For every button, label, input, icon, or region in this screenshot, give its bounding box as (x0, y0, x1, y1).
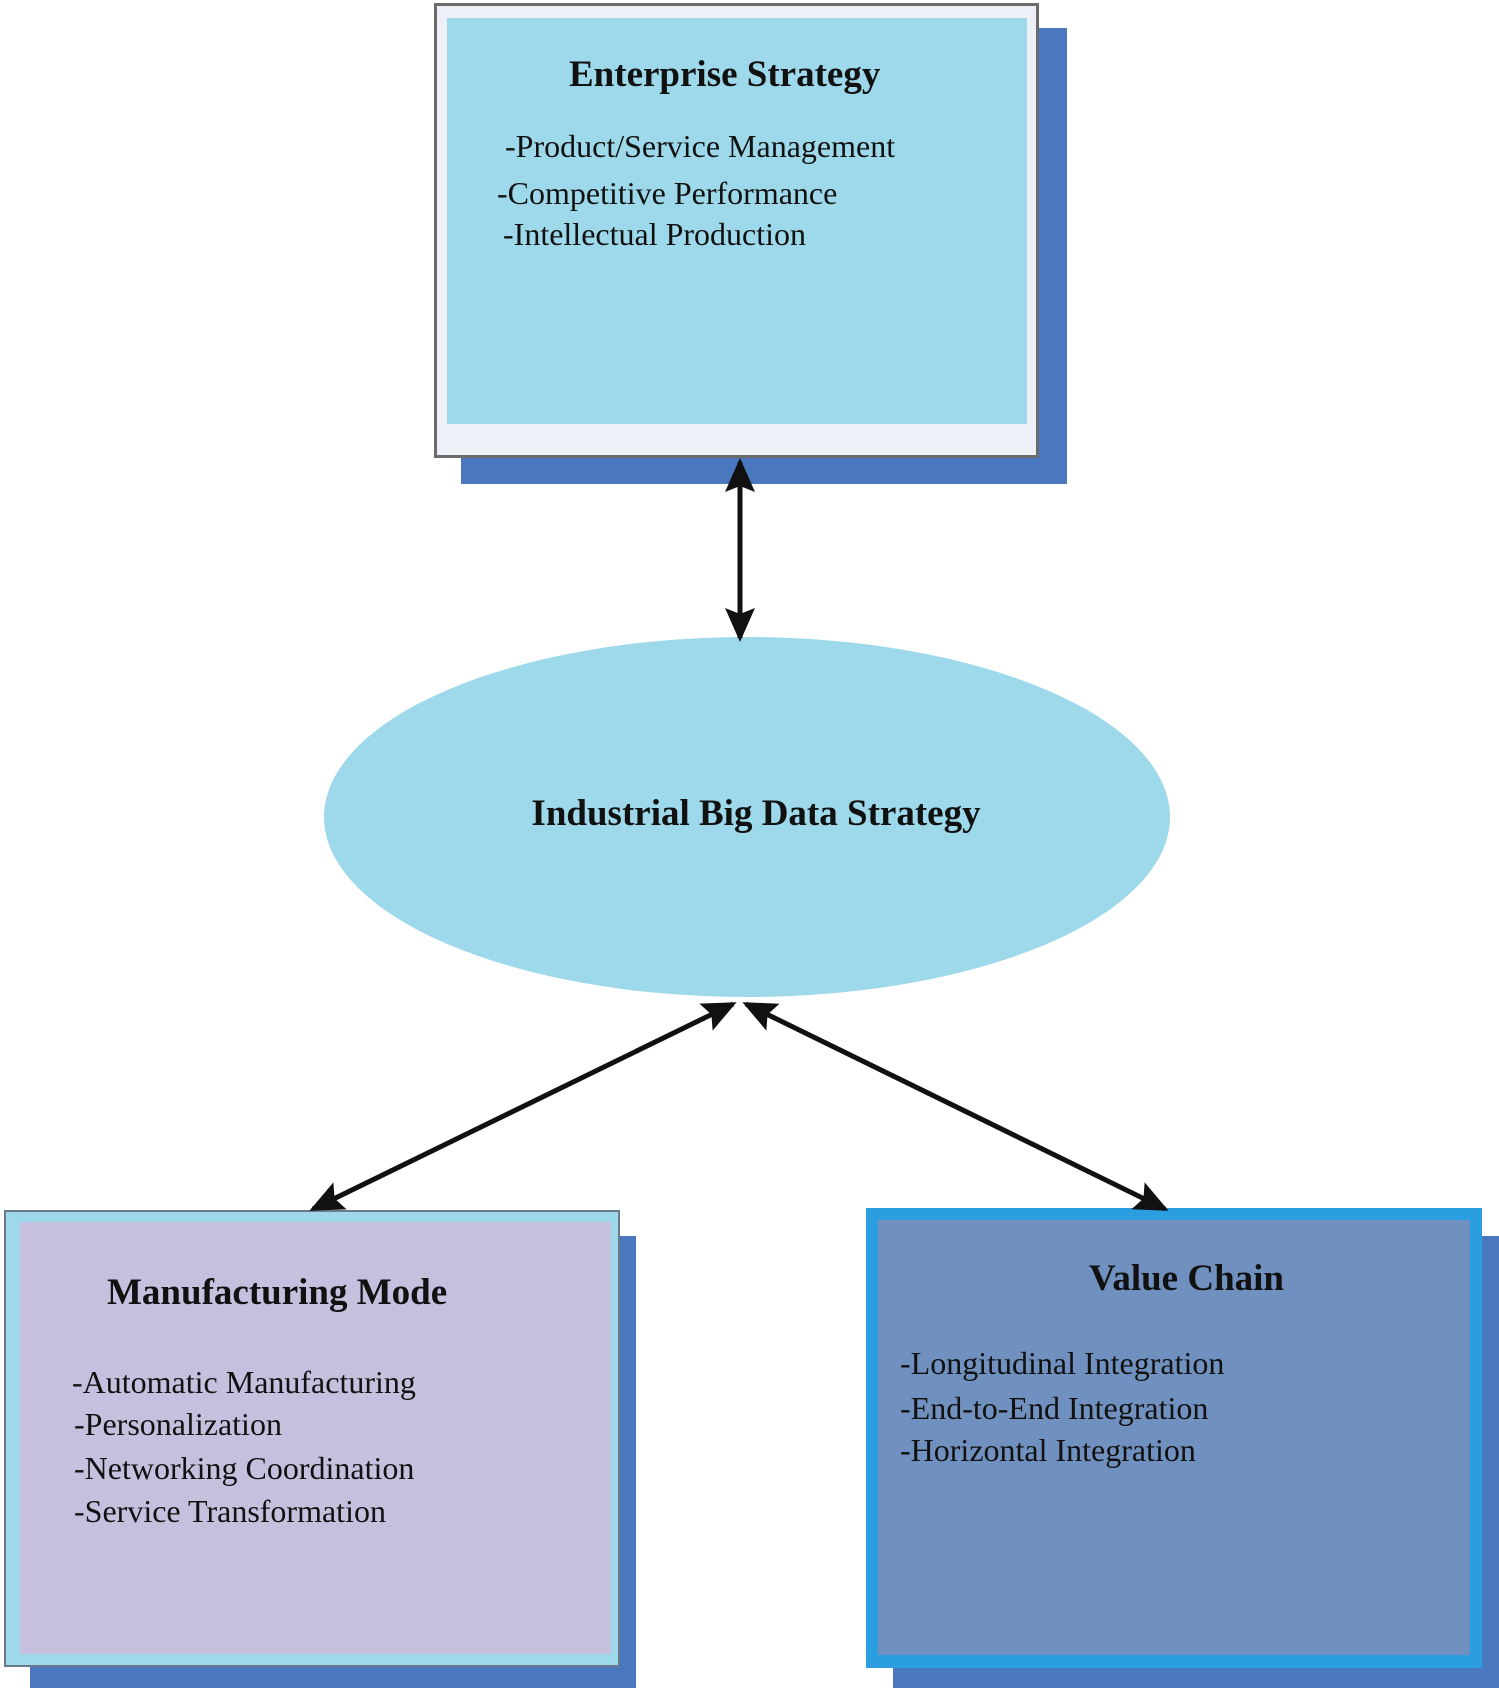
manufacturing-mode-item: -Automatic Manufacturing (72, 1364, 416, 1400)
arrow-center-to-manufacturing (309, 1001, 737, 1212)
manufacturing-mode-title: Manufacturing Mode (107, 1272, 448, 1313)
manufacturing-mode-panel (20, 1222, 611, 1654)
industrial-big-data-title: Industrial Big Data Strategy (531, 793, 981, 834)
enterprise-strategy-panel (447, 18, 1027, 424)
value-chain-panel (878, 1220, 1470, 1655)
value-chain-title: Value Chain (1089, 1258, 1285, 1299)
enterprise-strategy-item: -Product/Service Management (505, 128, 896, 164)
value-chain-item: -Horizontal Integration (900, 1432, 1196, 1468)
value-chain-item: -Longitudinal Integration (900, 1345, 1225, 1381)
industrial-big-data-ellipse (324, 637, 1170, 997)
value-chain-item: -End-to-End Integration (900, 1390, 1209, 1426)
enterprise-strategy-item: -Competitive Performance (497, 175, 838, 211)
enterprise-strategy-title: Enterprise Strategy (569, 54, 881, 95)
manufacturing-mode-item: -Networking Coordination (74, 1450, 415, 1486)
enterprise-strategy-item: -Intellectual Production (503, 216, 807, 252)
arrow-center-to-value-chain (742, 1001, 1169, 1212)
manufacturing-mode-item: -Service Transformation (74, 1493, 386, 1529)
manufacturing-mode-item: -Personalization (74, 1406, 282, 1442)
